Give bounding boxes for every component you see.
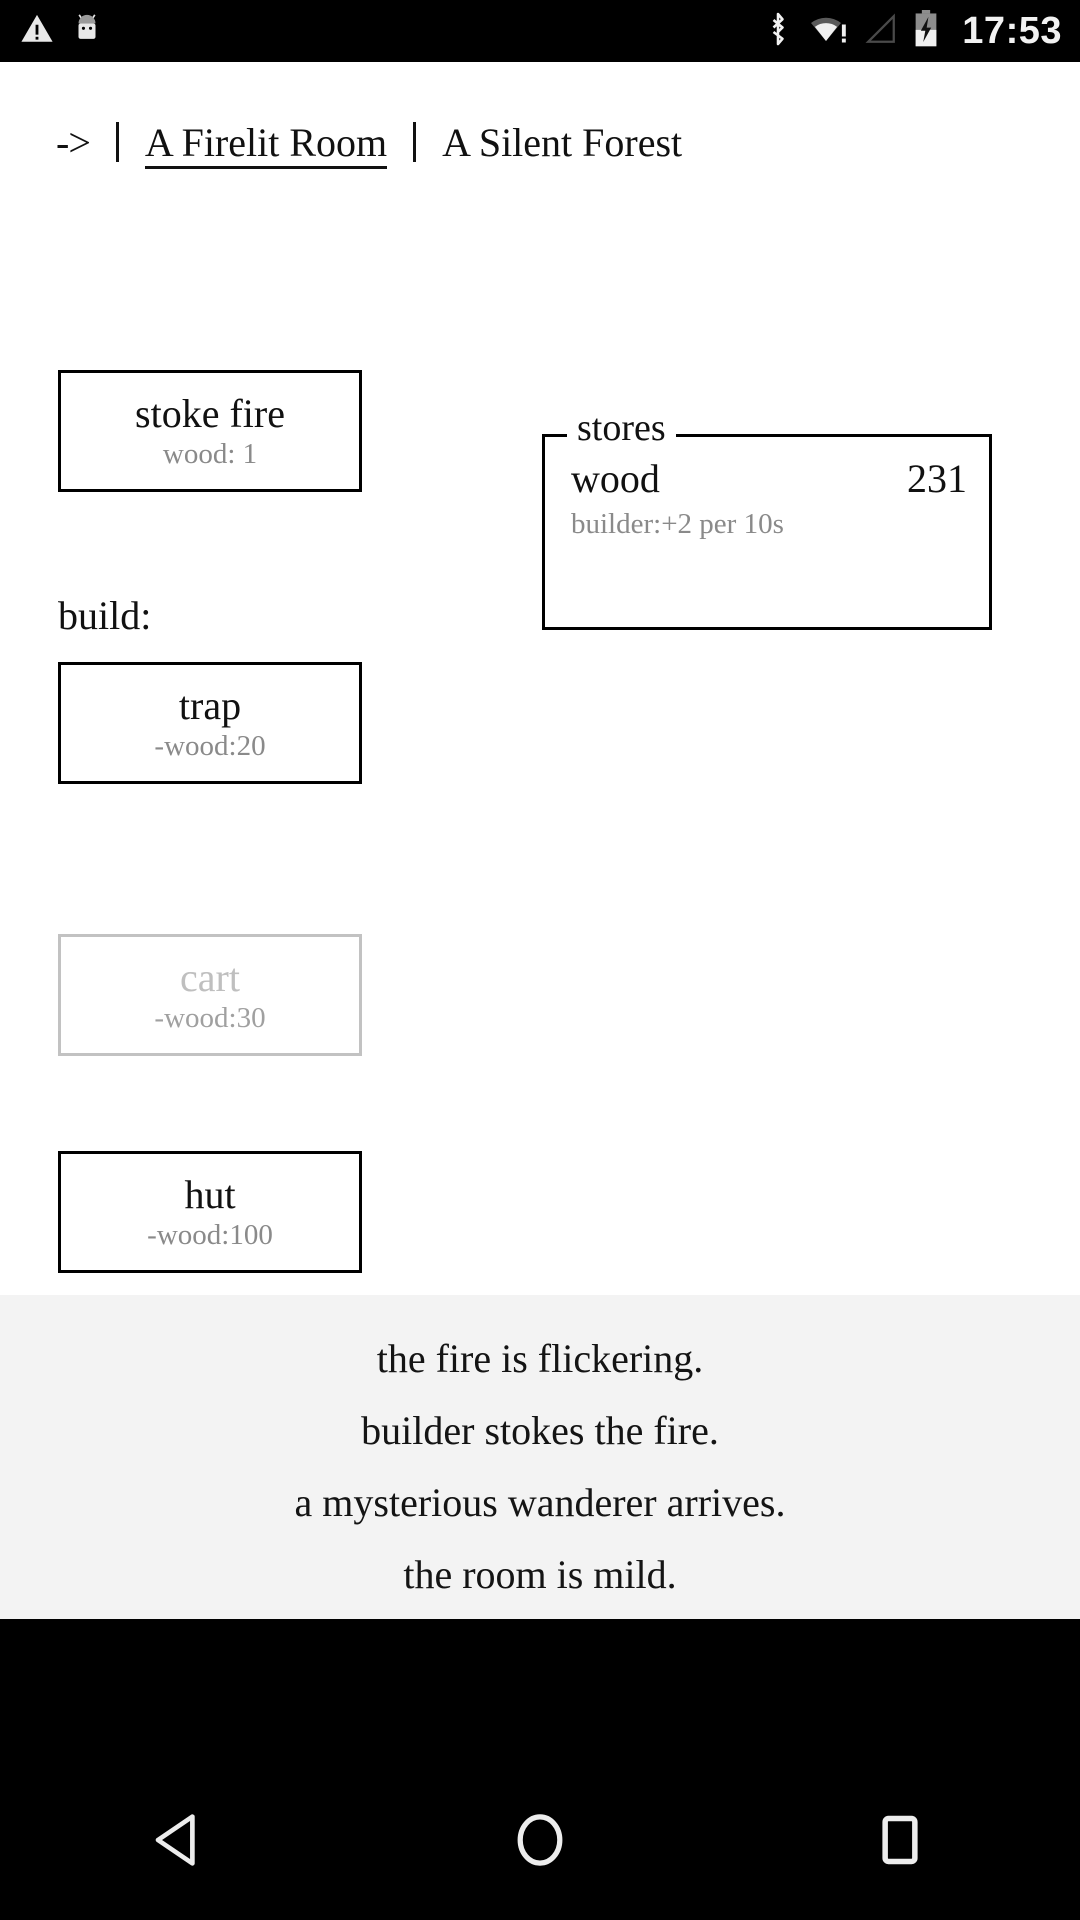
status-bar-left-icons <box>20 12 104 51</box>
warning-triangle-icon <box>20 12 54 51</box>
stoke-fire-label: stoke fire <box>135 390 285 436</box>
android-robot-icon <box>70 12 104 51</box>
header-separator-2 <box>413 122 417 162</box>
build-cart-button[interactable]: cart -wood:30 <box>58 934 362 1056</box>
bluetooth-icon <box>762 11 794 52</box>
battery-charging-icon <box>912 9 940 53</box>
build-cart-label: cart <box>180 954 240 1000</box>
main-pane: stoke fire wood: 1 build: trap -wood:20 … <box>0 62 1080 1295</box>
build-section-label: build: <box>58 593 152 638</box>
recents-icon[interactable] <box>810 1780 990 1900</box>
stoke-fire-button[interactable]: stoke fire wood: 1 <box>58 370 362 492</box>
status-bar-right-icons: 17:53 <box>762 9 1062 53</box>
status-bar-clock: 17:53 <box>962 9 1062 52</box>
status-bar: 17:53 <box>0 0 1080 62</box>
message-log: the fire is flickering. builder stokes t… <box>0 1295 1080 1619</box>
build-trap-label: trap <box>178 682 242 728</box>
build-hut-label: hut <box>184 1171 236 1217</box>
stores-income-note: builder:+2 per 10s <box>571 508 784 540</box>
build-cart-cost: -wood:30 <box>154 1001 266 1034</box>
log-line: the fire is flickering. <box>376 1336 704 1381</box>
stores-rows: wood 231 builder:+2 per 10s <box>545 437 989 541</box>
log-line: the room is mild. <box>403 1552 677 1597</box>
back-icon[interactable] <box>90 1780 270 1900</box>
build-trap-cost: -wood:20 <box>154 729 266 762</box>
store-value-wood: 231 <box>907 456 967 501</box>
stores-panel: stores wood 231 builder:+2 per 10s <box>542 409 992 630</box>
stores-legend: stores <box>567 409 676 447</box>
cell-signal-empty-icon <box>864 12 898 51</box>
header-arrow: -> <box>56 120 91 165</box>
tab-a-silent-forest[interactable]: A Silent Forest <box>442 120 683 165</box>
android-navigation-bar <box>0 1760 1080 1920</box>
wifi-warning-icon <box>808 11 850 52</box>
store-name-wood: wood <box>571 456 660 501</box>
build-trap-button[interactable]: trap -wood:20 <box>58 662 362 784</box>
log-line: a mysterious wanderer arrives. <box>294 1480 786 1525</box>
build-hut-button[interactable]: hut -wood:100 <box>58 1151 362 1273</box>
location-header: -> A Firelit Room A Silent Forest <box>0 62 1080 169</box>
stoke-fire-cost: wood: 1 <box>162 437 258 470</box>
build-hut-cost: -wood:100 <box>147 1218 273 1251</box>
log-line: builder stokes the fire. <box>361 1408 719 1453</box>
home-icon[interactable] <box>450 1780 630 1900</box>
store-row-wood: wood 231 <box>571 455 967 502</box>
header-separator-1 <box>115 122 119 162</box>
tab-a-firelit-room[interactable]: A Firelit Room <box>144 123 388 169</box>
